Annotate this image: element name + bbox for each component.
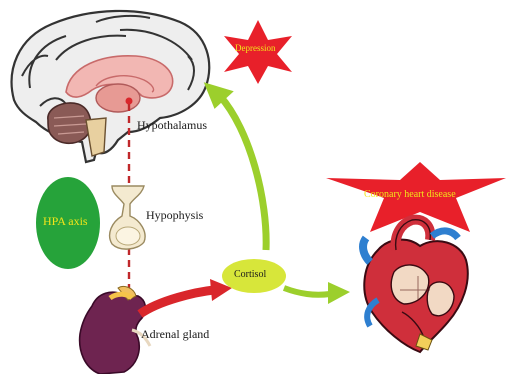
heart-icon [363, 220, 468, 352]
depression-label: Depression [235, 43, 276, 53]
coronary-heart-disease-label: Coronary heart disease [364, 189, 456, 200]
cortisol-to-heart-arrow [284, 282, 350, 304]
pituitary-icon [110, 186, 145, 249]
adrenal-gland-label: Adrenal gland [141, 327, 209, 342]
brain-icon [12, 11, 210, 162]
cortisol-to-depression-arrow [204, 77, 266, 250]
adrenal-to-cortisol-arrow [140, 279, 232, 314]
hypophysis-label: Hypophysis [146, 208, 203, 223]
hypothalamus-label: Hypothalamus [137, 118, 207, 133]
hpa-axis-label: HPA axis [43, 214, 88, 229]
cortisol-label: Cortisol [234, 269, 266, 280]
adrenal-kidney-icon [80, 286, 150, 374]
